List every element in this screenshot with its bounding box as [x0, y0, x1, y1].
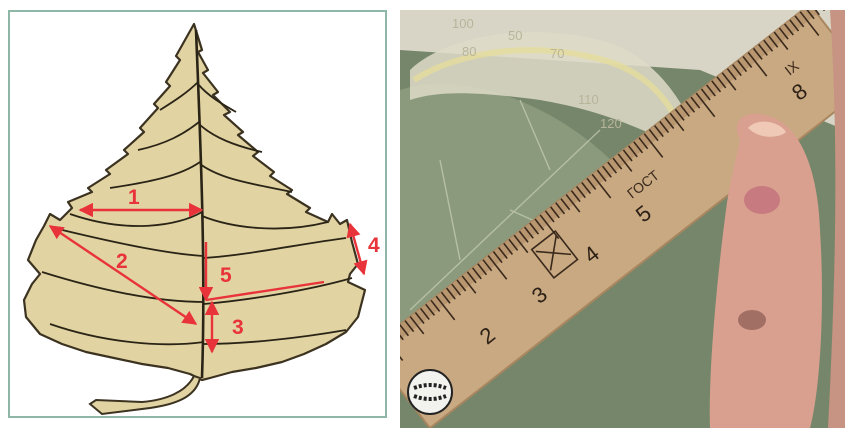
ruler-photo: 100 50 80 70 110 120 1 2 3 4 5 8 ГОСТ IX: [400, 10, 845, 428]
leaf-diagram-panel: 1 2 3 4 5: [8, 10, 387, 418]
leaf-blade: [24, 24, 365, 380]
protractor-number-50: 50: [508, 28, 522, 43]
leaf-diagram: 1 2 3 4 5: [10, 12, 387, 418]
protractor-number-70: 70: [550, 46, 564, 61]
protractor-number-80: 80: [462, 44, 476, 59]
label-5: 5: [220, 264, 232, 287]
label-4: 4: [368, 234, 380, 257]
protractor-number-110: 110: [578, 92, 599, 107]
ruler-photo-panel: 100 50 80 70 110 120 1 2 3 4 5 8 ГОСТ IX: [400, 10, 845, 428]
label-2: 2: [116, 250, 128, 273]
protractor-number-100: 100: [452, 16, 474, 31]
channel-logo: [408, 370, 452, 414]
protractor-number-120: 120: [600, 116, 622, 131]
leaf-petiole: [90, 376, 200, 414]
label-3: 3: [232, 316, 244, 339]
label-1: 1: [128, 186, 140, 209]
